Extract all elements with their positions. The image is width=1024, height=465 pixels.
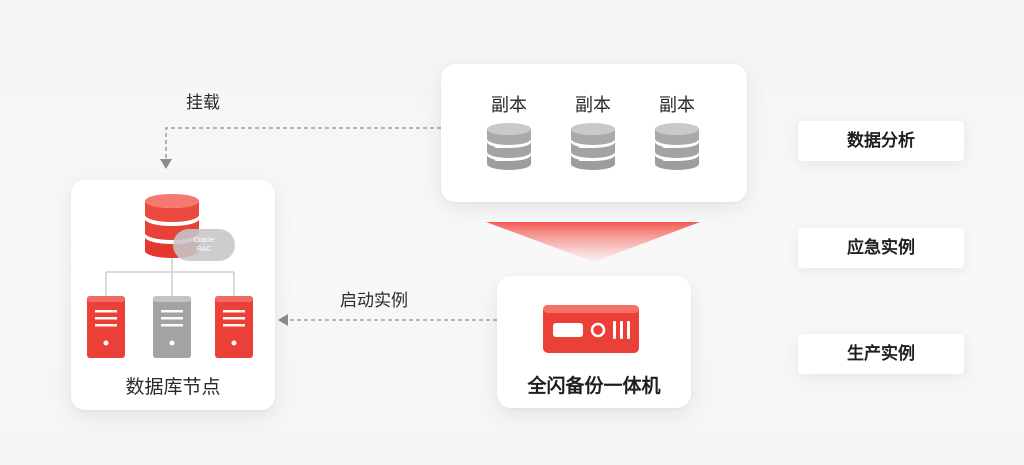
mount-label: 挂载: [186, 93, 220, 113]
replica-label-3: 副本: [659, 95, 695, 116]
mount-arrow-head: [160, 159, 172, 169]
use-case-data-analysis: 数据分析: [798, 121, 964, 161]
oracle-badge-line2: RAC: [196, 246, 212, 253]
use-case-emergency-instance: 应急实例: [798, 228, 964, 268]
backup-appliance-icon: [543, 305, 639, 353]
database-node-label: 数据库节点: [125, 376, 221, 398]
appliance-label: 全闪备份一体机: [527, 375, 661, 397]
replica-label-1: 副本: [491, 95, 527, 116]
start-instance-arrow-head: [278, 314, 288, 326]
mount-arrow-line: [165, 127, 441, 158]
replica-db-icon-3: [655, 123, 699, 170]
start-instance-label: 启动实例: [340, 291, 408, 311]
replica-label-2: 副本: [575, 95, 611, 116]
oracle-badge-line1: Oracle: [193, 237, 215, 244]
server-icon-right: [215, 296, 253, 358]
server-icon-center: [153, 296, 191, 358]
replica-db-icon-2: [571, 123, 615, 170]
oracle-rac-badge: Oracle RAC: [173, 229, 235, 261]
server-icon-left: [87, 296, 125, 358]
replica-db-icon-1: [487, 123, 531, 170]
use-case-production-instance: 生产实例: [798, 334, 964, 374]
